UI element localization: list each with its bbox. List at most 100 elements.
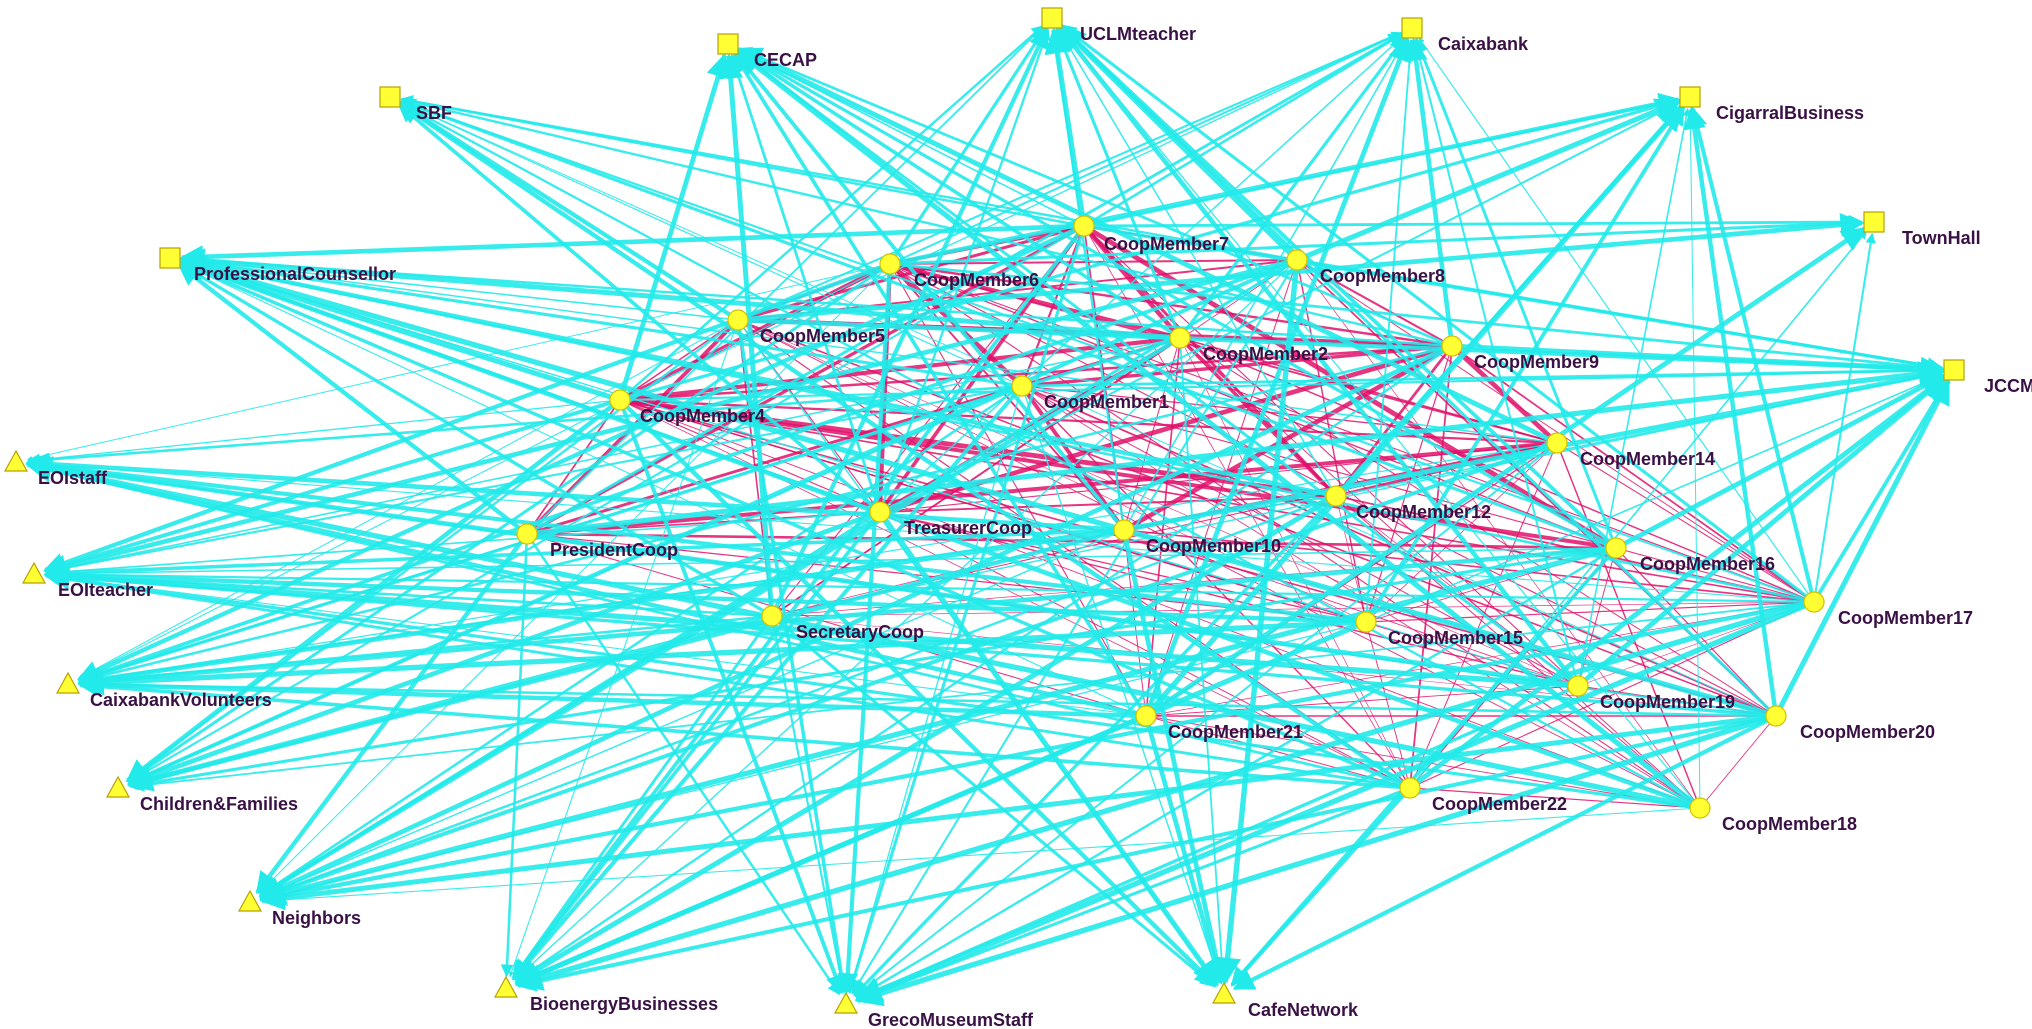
external-edge (511, 615, 774, 980)
external-edge (770, 26, 1049, 617)
node-circle-marker (516, 523, 538, 545)
internal-edge (1409, 345, 1453, 789)
node-label: CoopMember5 (760, 326, 885, 346)
external-edge (1296, 258, 1944, 373)
external-edge (1365, 373, 1944, 623)
external-edge (737, 48, 1617, 550)
external-edge (1412, 38, 1579, 687)
external-edge (879, 35, 1404, 513)
node-circle-marker (879, 253, 901, 275)
node-label: Caixabank (1438, 34, 1529, 54)
external-edge (1408, 375, 1947, 790)
external-edge (261, 807, 1701, 904)
external-edge (514, 259, 1298, 981)
external-edge (511, 510, 882, 980)
external-edge (43, 564, 1367, 625)
node-label: CigarralBusiness (1716, 103, 1864, 123)
external-edge (617, 53, 730, 401)
node-circle-marker (869, 501, 891, 523)
external-edge (889, 215, 1864, 266)
node-label: SBF (416, 103, 452, 123)
external-edge (1060, 24, 1815, 604)
node-label: EOIteacher (58, 580, 153, 600)
external-edge (45, 573, 1147, 717)
internal-edge (1556, 442, 1815, 603)
external-edge (25, 455, 1367, 625)
external-edge (837, 263, 893, 995)
external-edge (888, 26, 1047, 265)
external-edge (1773, 378, 1951, 718)
node-circle-marker (1803, 591, 1825, 613)
external-edge (1057, 27, 1337, 497)
external-edge (255, 532, 529, 895)
node-label: UCLMteacher (1080, 24, 1196, 44)
external-edge (45, 511, 881, 577)
external-edge (78, 263, 891, 680)
external-edge (27, 399, 621, 464)
external-edge (1083, 33, 1403, 228)
internal-edge (526, 532, 1617, 550)
external-edge (45, 547, 1617, 578)
external-edge (1230, 786, 1412, 987)
node-circle-marker (1286, 249, 1308, 271)
node-label: Neighbors (272, 908, 361, 928)
external-edge (737, 31, 1402, 321)
node-circle-marker (1399, 777, 1421, 799)
node-label: CoopMember16 (1640, 554, 1775, 574)
node-triangle-marker (21, 561, 47, 584)
node-triangle-marker (105, 775, 131, 798)
internal-edge (1123, 529, 1815, 603)
node-triangle-marker (3, 449, 29, 472)
external-edge (1144, 226, 1867, 718)
node-label: CoopMember7 (1104, 234, 1229, 254)
node-label: EOIstaff (38, 468, 108, 488)
external-edge (1687, 106, 1816, 603)
external-edge (735, 49, 1702, 811)
external-edge (397, 103, 882, 514)
external-edge (1143, 36, 1412, 717)
external-edge (78, 677, 1411, 790)
node-label: JCCM (1984, 376, 2032, 396)
internal-edge (1021, 385, 1815, 603)
external-edge (179, 258, 1701, 811)
external-edge (732, 52, 1148, 717)
external-edge (1577, 107, 1691, 687)
internal-edge (1021, 344, 1453, 388)
node-label: CafeNetwork (1248, 1000, 1359, 1020)
external-edge (259, 545, 1617, 906)
node-label: CoopMember14 (1580, 449, 1715, 469)
node-label: CECAP (754, 50, 817, 70)
node-circle-marker (1011, 375, 1033, 397)
node-triangle-marker (237, 889, 263, 912)
internal-edge (1699, 715, 1777, 809)
node-label: CoopMember18 (1722, 814, 1857, 834)
external-edge (1049, 28, 1126, 531)
external-edge (1059, 26, 1701, 809)
internal-edge (526, 399, 621, 535)
node-circle-marker (1355, 611, 1377, 633)
external-edge (43, 398, 621, 575)
node-label: CoopMember9 (1474, 352, 1599, 372)
external-edge (736, 50, 1579, 688)
external-edge (44, 570, 1411, 790)
external-edge (1021, 385, 1222, 984)
node-circle-marker (1689, 797, 1711, 819)
external-edge (737, 47, 1453, 348)
external-edge (1576, 375, 1947, 688)
external-edge (25, 456, 1701, 811)
internal-edge (1021, 385, 1558, 444)
internal-edge (619, 399, 1579, 687)
node-square-marker (1679, 86, 1701, 108)
internal-edge (879, 511, 1367, 623)
node-label: CoopMember17 (1838, 608, 1973, 628)
external-edge (43, 563, 1579, 689)
external-edge (44, 569, 1701, 810)
external-edge (1409, 230, 1868, 789)
external-edge (258, 510, 881, 897)
external-edge (854, 599, 1816, 1003)
internal-edge (1615, 547, 1777, 717)
external-edge (77, 673, 1147, 719)
external-edge (718, 53, 775, 617)
external-edge (27, 460, 1815, 603)
node-circle-marker (609, 389, 631, 411)
